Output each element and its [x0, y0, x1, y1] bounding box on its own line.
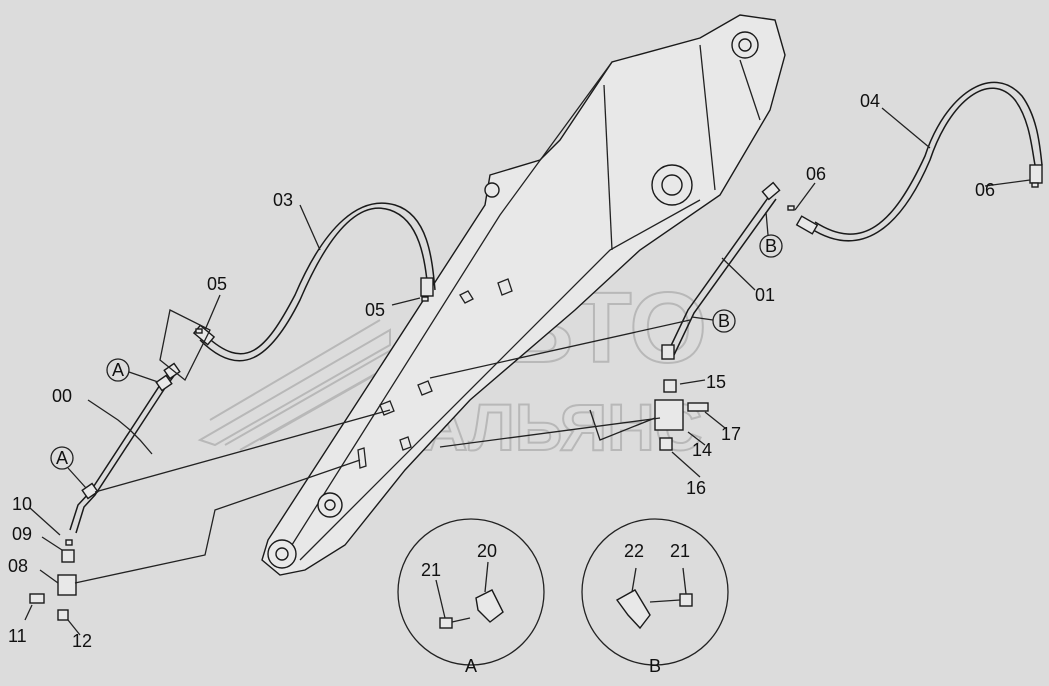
svg-text:B: B	[765, 236, 777, 256]
pipe-01	[661, 181, 781, 360]
callout-01: 01	[755, 285, 775, 305]
callout-20: 20	[477, 541, 497, 561]
svg-text:A: A	[56, 448, 68, 468]
callout-17: 17	[721, 424, 741, 444]
detail-view-b: B	[581, 518, 729, 676]
svg-text:A: A	[112, 360, 124, 380]
connection-lines	[74, 309, 691, 584]
clamp-assembly-left	[29, 539, 77, 621]
callout-12: 12	[72, 631, 92, 651]
detail-view-a: A	[397, 518, 545, 676]
callout-14: 14	[692, 440, 712, 460]
view-marker-a2: A	[50, 446, 87, 489]
svg-text:B: B	[718, 311, 730, 331]
callout-15: 15	[706, 372, 726, 392]
pipe-00	[69, 362, 181, 534]
boom-arm	[261, 14, 786, 576]
callout-11: 11	[8, 626, 27, 646]
callout-04: 04	[860, 91, 880, 111]
callout-03: 03	[273, 190, 293, 210]
callout-05-right: 05	[365, 300, 385, 320]
detail-a-title: A	[465, 656, 477, 676]
callout-21-b: 21	[670, 541, 690, 561]
hose-04	[795, 81, 1043, 242]
detail-b-title: B	[649, 656, 661, 676]
callout-06-lower: 06	[975, 180, 995, 200]
callout-08: 08	[8, 556, 28, 576]
callout-22: 22	[624, 541, 644, 561]
view-marker-b1: B	[759, 211, 783, 258]
leader-lines	[24, 107, 1031, 636]
callout-21-a: 21	[421, 560, 441, 580]
view-marker-b2: B	[691, 309, 736, 333]
callout-06-upper: 06	[806, 164, 826, 184]
callout-09: 09	[12, 524, 32, 544]
view-marker-a1: A	[106, 358, 159, 383]
seal-rings	[195, 182, 1039, 334]
callout-05-left: 05	[207, 274, 227, 294]
callout-16: 16	[686, 478, 706, 498]
callout-10: 10	[12, 494, 32, 514]
clamp-assembly-right	[654, 379, 709, 451]
callout-00: 00	[52, 386, 72, 406]
